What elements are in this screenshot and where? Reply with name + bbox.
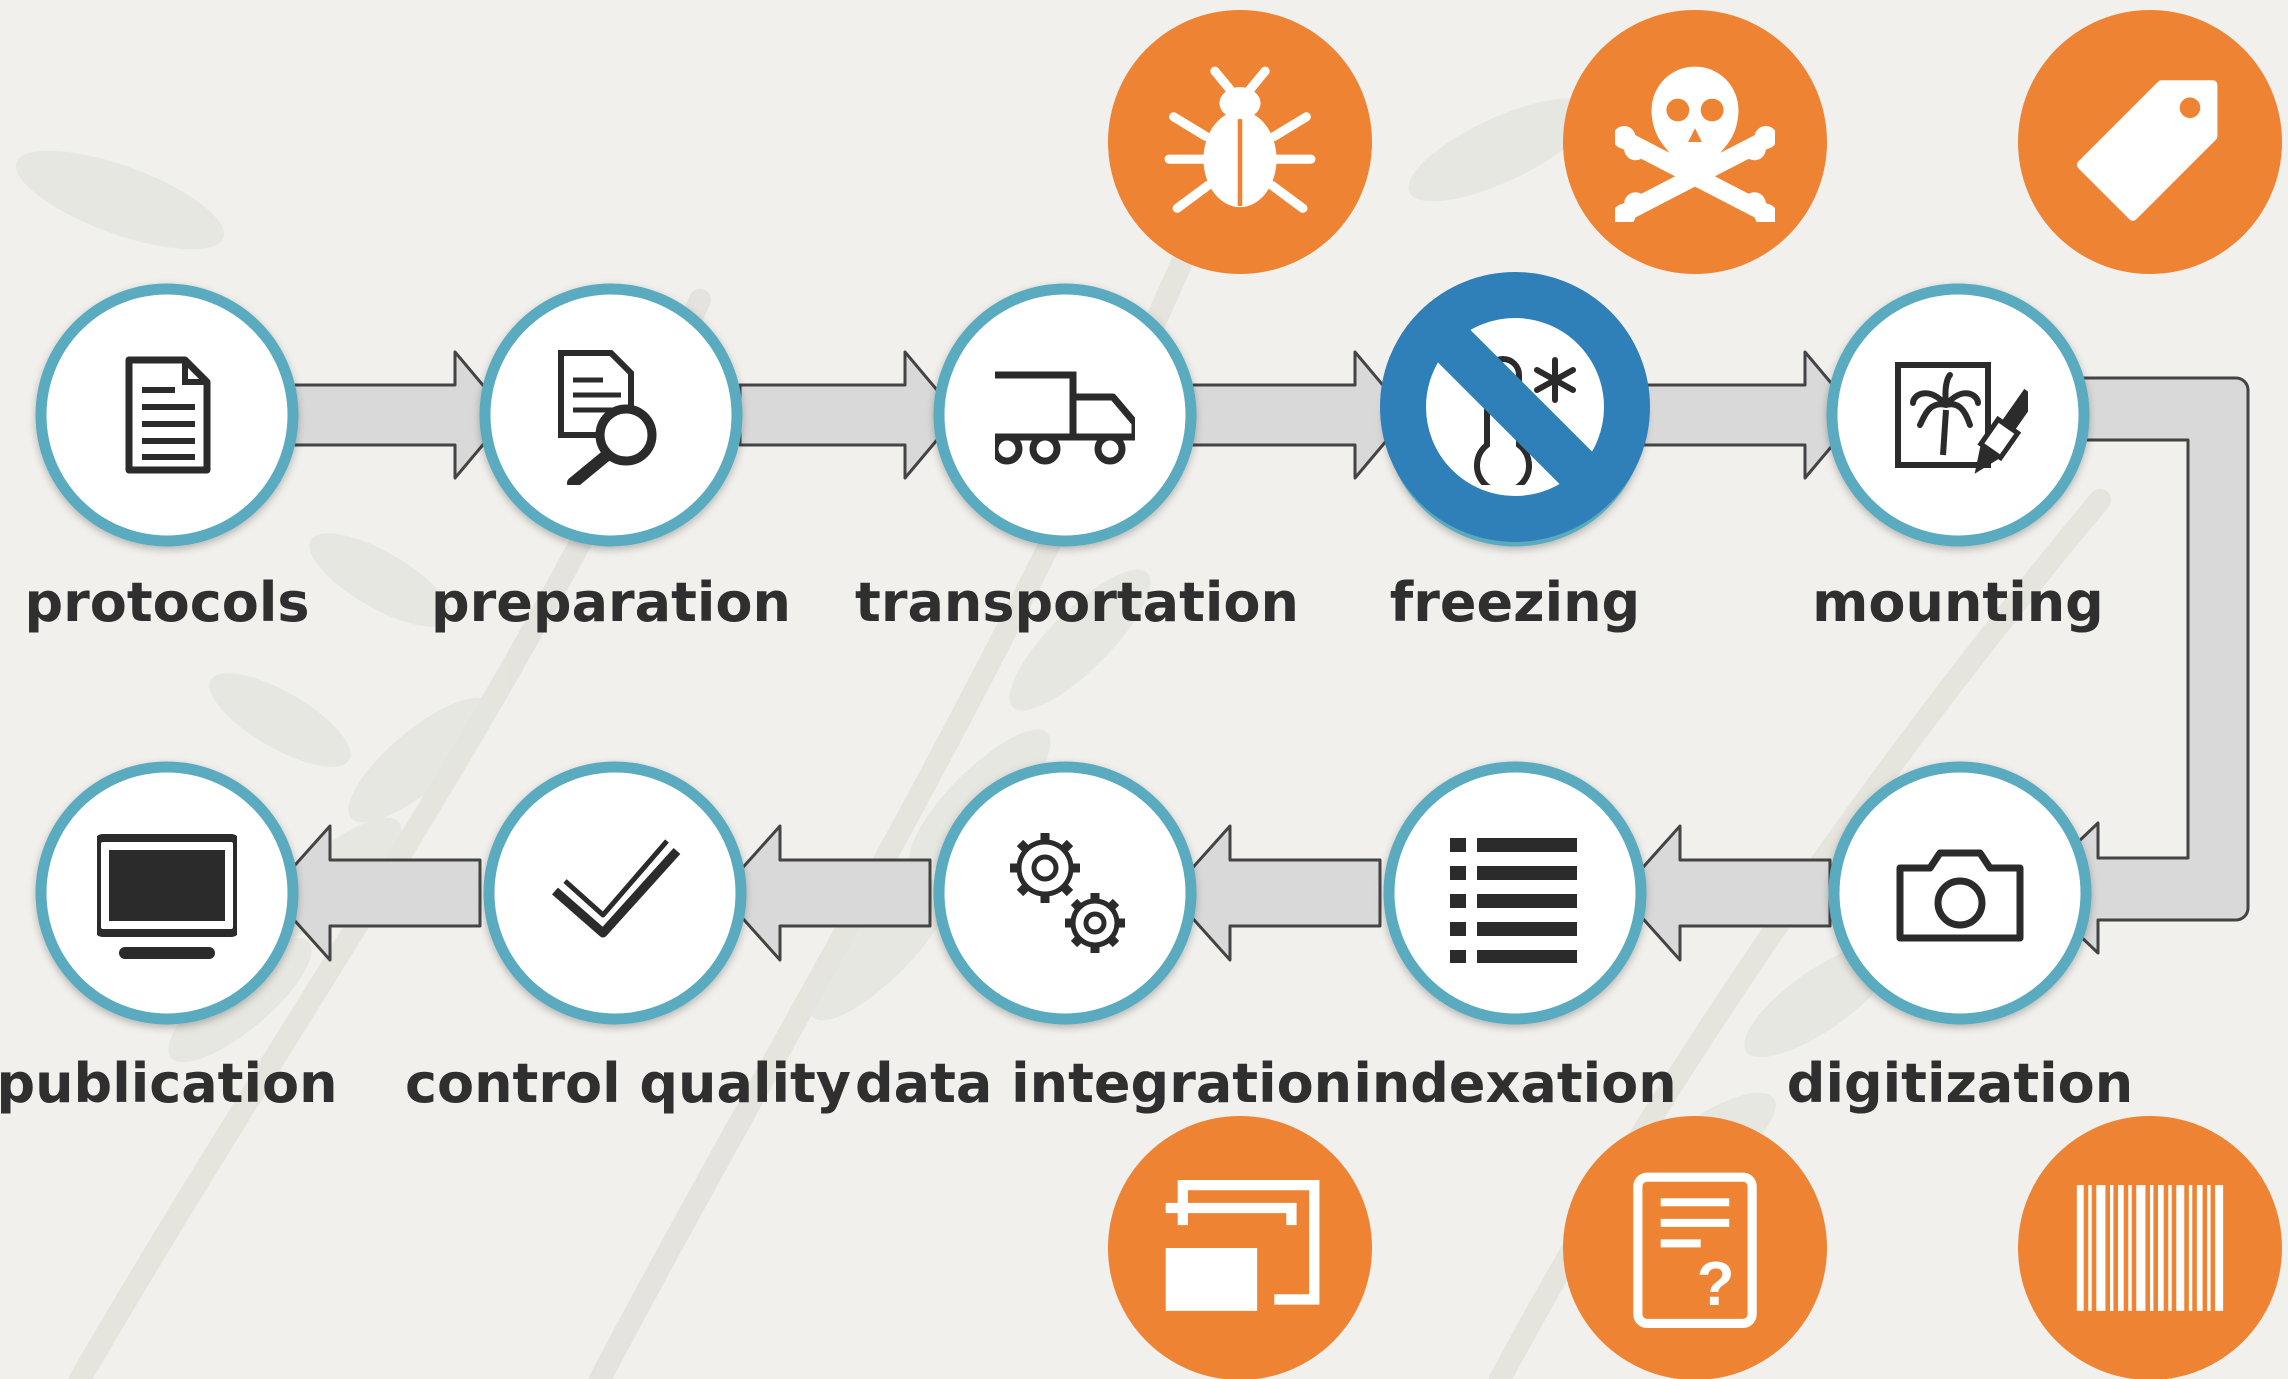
step-mounting [1826, 283, 2090, 547]
step-label-transportation: transportation [855, 571, 1299, 634]
step-label-indexation: indexation [1353, 1052, 1677, 1115]
arrow-digitization-indexation [1618, 824, 1832, 962]
step-circle [35, 283, 299, 547]
step-label-preparation: preparation [431, 571, 791, 634]
flow-arrows [268, 350, 2250, 962]
top-badge-skull-crossbones [1563, 10, 1827, 274]
step-circle [483, 761, 747, 1025]
badge-circle [1108, 1116, 1372, 1379]
step-indexation [1383, 761, 1647, 1025]
step-preparation [479, 283, 743, 547]
arrow-control-quality-publication [268, 824, 482, 962]
step-circle [933, 283, 1197, 547]
arrow-mounting-digitization [2028, 376, 2250, 955]
step-label-mounting: mounting [1812, 571, 2104, 634]
step-control-quality [483, 761, 747, 1025]
barcode-icon [2076, 1185, 2224, 1311]
arrow-freezing-mounting [1638, 350, 1860, 480]
step-freezing [1380, 272, 1650, 547]
bottom-badge-document-question [1563, 1116, 1827, 1379]
step-label-freezing: freezing [1389, 571, 1641, 634]
arrow-data-integration-control-quality [718, 824, 932, 962]
arrow-transportation-freezing [1188, 350, 1410, 480]
prohibited-icon [1380, 272, 1650, 542]
top-badge-tag [2018, 10, 2282, 274]
step-data-integration [933, 761, 1197, 1025]
arrow-protocols-preparation [288, 350, 510, 480]
arrow-indexation-data-integration [1168, 824, 1382, 962]
step-label-control-quality: control quality [405, 1052, 851, 1115]
step-label-data-integration: data integration [855, 1052, 1353, 1115]
step-label-digitization: digitization [1786, 1052, 2134, 1115]
step-publication [35, 761, 299, 1025]
bottom-badge-barcode [2018, 1116, 2282, 1379]
badge-circle [1563, 1116, 1827, 1379]
step-transportation [933, 283, 1197, 547]
step-circle [1383, 761, 1647, 1025]
top-badge-bug [1108, 10, 1372, 274]
step-protocols [35, 283, 299, 547]
arrow-preparation-transportation [738, 350, 960, 480]
step-circle [1826, 283, 2090, 547]
step-label-publication: publication [0, 1052, 338, 1115]
step-circle [1828, 761, 2092, 1025]
step-digitization [1828, 761, 2092, 1025]
step-label-protocols: protocols [24, 571, 310, 634]
bottom-badge-screens [1108, 1116, 1372, 1379]
